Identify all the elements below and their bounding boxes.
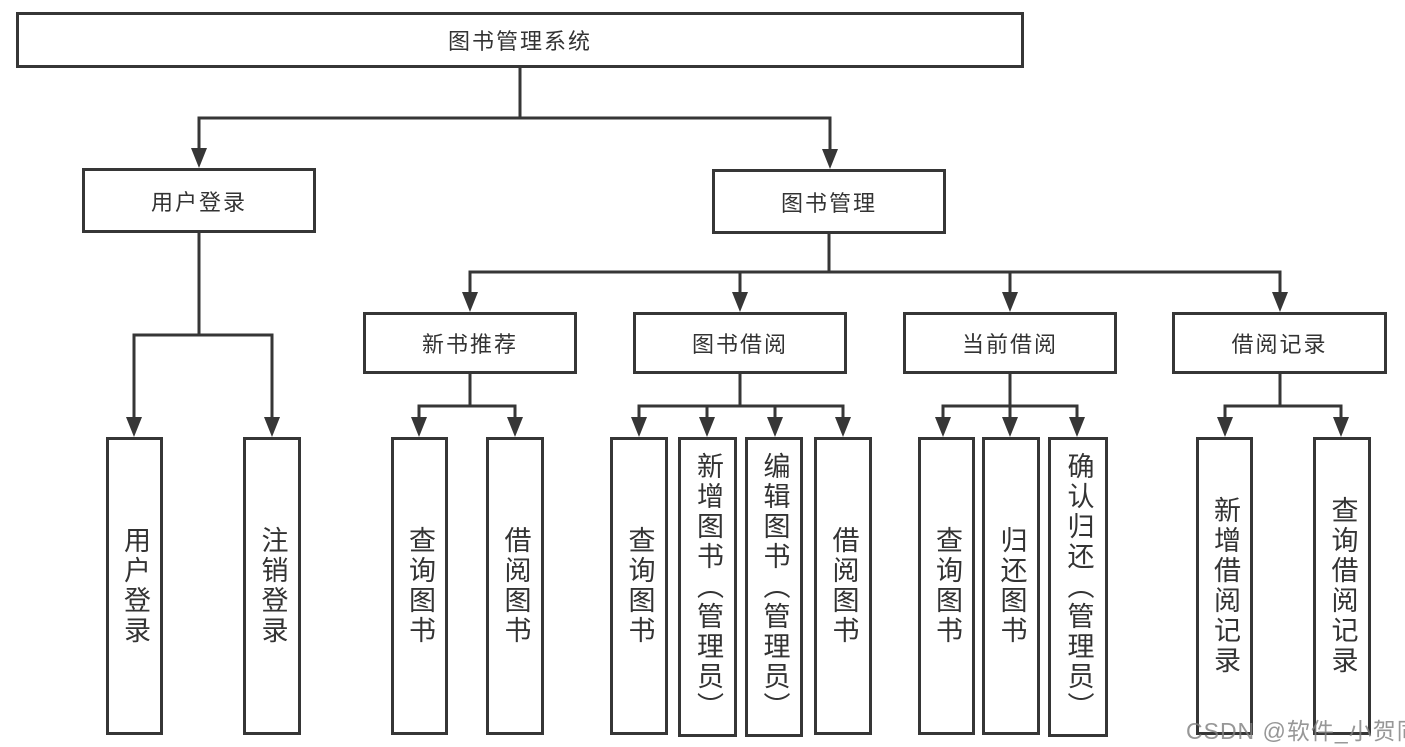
arrow-down-icon [507, 417, 523, 437]
node-user-login: 用户登录 [82, 168, 316, 233]
leaf-user-login: 用户登录 [106, 437, 163, 735]
node-label: 新增图书（管理员） [693, 452, 723, 722]
node-label: 图书管理系统 [447, 29, 592, 54]
node-label: 注销登录 [257, 526, 288, 646]
node-book-borrowing: 图书借阅 [633, 312, 847, 374]
node-label: 归还图书 [996, 526, 1027, 646]
arrow-down-icon [1272, 292, 1288, 312]
node-library-system: 图书管理系统 [16, 12, 1024, 68]
node-label: 图书借阅 [691, 332, 788, 357]
leaf-add-borrow-record: 新增借阅记录 [1196, 437, 1253, 735]
node-label: 用户登录 [120, 526, 150, 646]
leaf-query-borrow-record: 查询借阅记录 [1313, 437, 1371, 735]
node-book-management: 图书管理 [712, 169, 946, 234]
csdn-watermark: CSDN @软件_小贺同学 [1186, 718, 1405, 744]
leaf-borrow-books-recommend: 借阅图书 [486, 437, 544, 735]
arrow-down-icon [935, 417, 951, 437]
node-label: 查询借阅记录 [1327, 496, 1358, 676]
node-label: 查询图书 [932, 526, 962, 646]
arrow-down-icon [1002, 292, 1018, 312]
leaf-query-books-borrow: 查询图书 [610, 437, 668, 735]
arrow-down-icon [1002, 417, 1018, 437]
arrow-down-icon [835, 417, 851, 437]
arrow-down-icon [1069, 417, 1085, 437]
node-borrowing-records: 借阅记录 [1172, 312, 1387, 374]
node-label: 新增借阅记录 [1210, 496, 1240, 676]
node-label: 借阅图书 [828, 526, 859, 646]
leaf-borrow-books: 借阅图书 [814, 437, 872, 735]
leaf-add-book-admin: 新增图书（管理员） [678, 437, 737, 737]
node-label: 查询图书 [624, 526, 655, 646]
arrow-down-icon [699, 417, 715, 437]
leaf-return-book: 归还图书 [982, 437, 1040, 735]
node-label: 借阅记录 [1231, 332, 1328, 357]
leaf-confirm-return-admin: 确认归还（管理员） [1048, 437, 1108, 737]
arrow-down-icon [191, 148, 207, 168]
node-label: 借阅图书 [500, 526, 531, 646]
arrow-down-icon [411, 417, 427, 437]
node-label: 查询图书 [405, 526, 435, 646]
node-new-book-recommend: 新书推荐 [363, 312, 577, 374]
arrow-down-icon [462, 292, 478, 312]
arrow-down-icon [767, 417, 783, 437]
node-label: 确认归还（管理员） [1063, 452, 1094, 722]
node-current-borrowing: 当前借阅 [903, 312, 1117, 374]
arrow-down-icon [822, 149, 838, 169]
arrow-down-icon [732, 292, 748, 312]
arrow-down-icon [1333, 417, 1349, 437]
node-label: 用户登录 [150, 189, 247, 215]
node-label: 当前借阅 [961, 332, 1058, 357]
leaf-edit-book-admin: 编辑图书（管理员） [745, 437, 803, 737]
node-label: 图书管理 [780, 190, 877, 216]
arrow-down-icon [126, 417, 142, 437]
arrow-down-icon [1217, 417, 1233, 437]
node-label: 新书推荐 [421, 332, 518, 357]
arrow-down-icon [631, 417, 647, 437]
arrow-down-icon [264, 417, 280, 437]
node-label: 编辑图书（管理员） [759, 452, 790, 722]
leaf-logout: 注销登录 [243, 437, 301, 735]
leaf-query-books-current: 查询图书 [918, 437, 975, 735]
leaf-query-books-recommend: 查询图书 [391, 437, 448, 735]
